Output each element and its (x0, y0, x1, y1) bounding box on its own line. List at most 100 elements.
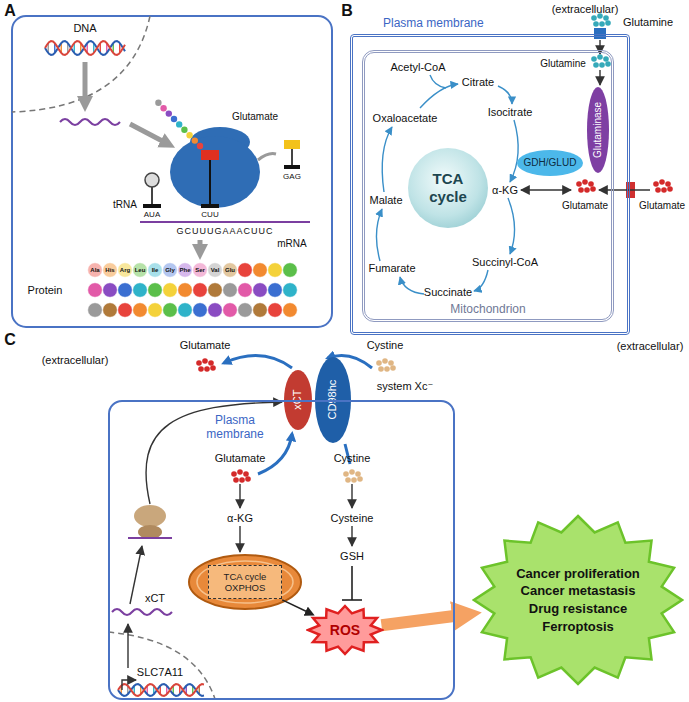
process-arrow (258, 154, 276, 160)
inhibition-bar (351, 566, 353, 600)
protein-chain (178, 263, 193, 278)
molecule-dots (582, 179, 588, 185)
cell-membrane: TCA cycle OXPHOS ROS Plasma membrane (108, 400, 455, 700)
protein-chain (133, 263, 148, 278)
molecule-label: Glutamate (639, 200, 685, 212)
protein-chain (148, 263, 163, 278)
tca-cycle-circle: TCA cycle (408, 148, 488, 228)
nucleus-envelope (108, 632, 215, 699)
codon-sequence: GCUUUGAAACUUC (176, 226, 273, 236)
molecule-label: Glutamine (623, 16, 673, 29)
molecule-label: (extracellular) (617, 340, 684, 353)
trna (284, 140, 300, 149)
tca-cycle-arrow (510, 120, 518, 182)
molecule-dots (208, 360, 214, 366)
molecule-dots (196, 13, 673, 483)
protein-chain (118, 263, 133, 278)
nucleus-envelope (12, 16, 215, 699)
protein-chain (148, 283, 163, 298)
flux-arrow (130, 546, 142, 604)
region-heading: Plasma membrane (200, 414, 270, 442)
mitochondrion-process-box: TCA cycle OXPHOS (208, 565, 282, 599)
process-arrow (198, 240, 203, 252)
tca-cycle-arrow (382, 127, 392, 192)
flux-arrow (521, 189, 571, 190)
amino-acid-label: Ile (152, 267, 159, 274)
molecule-dots (388, 360, 394, 366)
trna (209, 160, 211, 204)
trna (201, 204, 219, 208)
burst-outline (308, 606, 382, 654)
amino-acid-label: Ser (195, 267, 205, 274)
molecule-dots (382, 358, 388, 364)
molecule-label: α-KG (492, 184, 518, 197)
molecule-label: Protein (28, 284, 63, 297)
ribosome (138, 525, 162, 539)
protein-chain (238, 303, 253, 318)
dna-helix (118, 684, 204, 696)
molecule-dots (245, 476, 251, 482)
molecule-dots (588, 181, 594, 187)
molecule-dots (665, 181, 671, 187)
molecule-label: Fumarate (368, 262, 415, 275)
flux-arrow (239, 484, 240, 508)
tca-cycle-arrow (430, 75, 446, 88)
molecule-label: Cysteine (331, 512, 374, 525)
molecule-label: Succinate (424, 286, 472, 299)
ribosome (134, 505, 166, 527)
protein-chain (88, 263, 103, 278)
flux-arrow (239, 526, 240, 552)
amino-acid-label: Val (211, 267, 220, 274)
tca-cycle-arrow (508, 198, 515, 254)
molecule-label: Glutamine (540, 58, 586, 70)
molecule-label: Cystine (334, 452, 371, 465)
node-text: ROS (330, 622, 360, 639)
protein-chain (148, 303, 163, 318)
protein-chain (238, 283, 253, 298)
protein-chain (208, 283, 223, 298)
mrna-strand (60, 119, 310, 615)
molecule-label: system Xc⁻ (377, 380, 434, 393)
protein-chain (171, 116, 177, 122)
molecule-dots (231, 471, 237, 477)
protein-chain (160, 105, 166, 111)
protein-chain (193, 283, 208, 298)
flux-arrow (122, 40, 650, 690)
trna (291, 149, 293, 165)
protein-chain (268, 283, 283, 298)
node-text: Cancer metastasis (521, 583, 636, 599)
molecule-label: Citrate (462, 76, 494, 89)
flux-arrow (351, 484, 352, 508)
molecule-dots (667, 186, 673, 192)
molecule-dots (593, 62, 599, 68)
molecule-dots (384, 366, 390, 372)
mitochondrion-illustration (197, 561, 293, 603)
molecule-dots (376, 360, 382, 366)
protein-chain (178, 283, 193, 298)
amino-acid-label: His (105, 267, 114, 274)
molecule-label: Isocitrate (488, 106, 533, 119)
mrna-strand (60, 119, 120, 125)
protein-chain (118, 303, 133, 318)
protein-chain (223, 283, 238, 298)
cell-outline-a (12, 16, 332, 327)
protein-chain (178, 303, 193, 318)
molecule-dots (599, 21, 605, 27)
molecule-dots (355, 471, 361, 477)
protein-chain (103, 263, 118, 278)
molecule-dots (351, 477, 357, 483)
enzyme-ellipse: GDH/GLUD (517, 150, 583, 176)
burst-outline (474, 516, 682, 684)
protein-chain (208, 263, 223, 278)
node-text: Drug resistance (529, 601, 627, 617)
cell-outline-a (12, 16, 332, 327)
protein-chain (208, 303, 223, 318)
molecule-label: GAG (283, 172, 301, 181)
molecule-dots (603, 15, 609, 21)
molecule-dots (655, 187, 661, 193)
protein-chain (88, 100, 298, 318)
protein-chain (268, 263, 283, 278)
molecule-dots (198, 366, 204, 372)
burst-outline (472, 514, 684, 686)
